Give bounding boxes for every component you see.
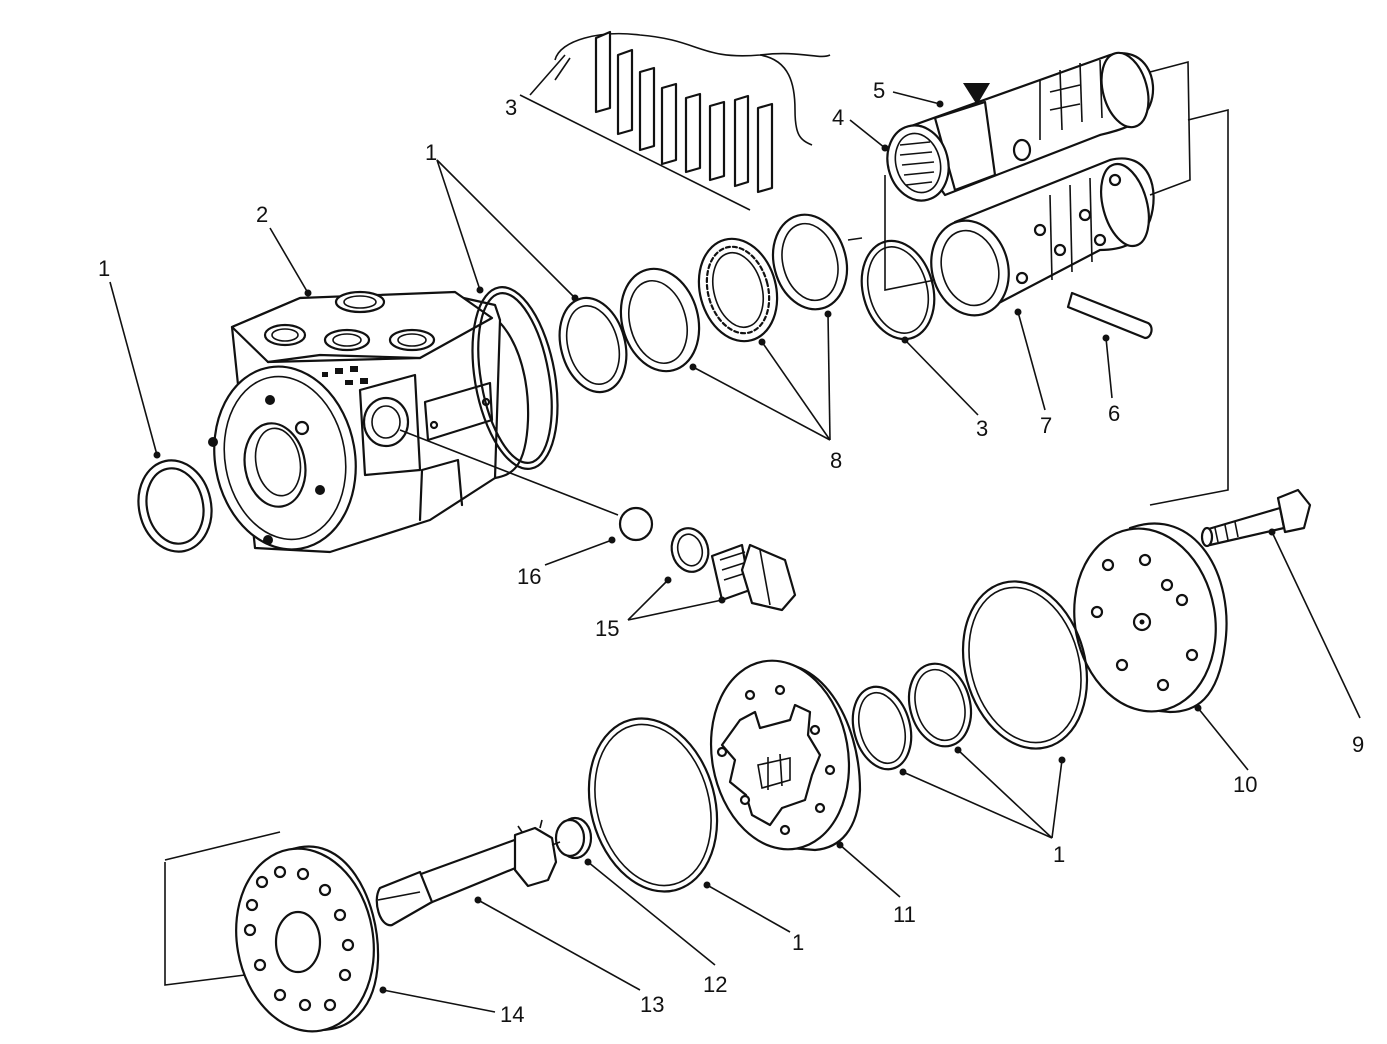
callout-5: 5 xyxy=(873,78,885,103)
o-ring-large-left xyxy=(587,717,719,893)
seal-ring-left xyxy=(137,459,213,553)
spacer xyxy=(554,816,593,860)
callout-1-lower-left: 1 xyxy=(792,930,804,955)
callout-1-lower-right: 1 xyxy=(1053,842,1065,867)
callout-8: 8 xyxy=(830,448,842,473)
o-ring-housing xyxy=(471,286,559,470)
callout-labels: 1 2 1 3 5 4 3 7 6 8 9 10 1 11 1 12 13 14… xyxy=(98,78,1364,1027)
bearing-set xyxy=(558,213,863,394)
callout-7: 7 xyxy=(1040,413,1052,438)
end-cap xyxy=(1073,522,1228,714)
spring-leaves xyxy=(594,30,774,194)
centering-springs xyxy=(519,30,831,211)
spool-assembly xyxy=(860,51,1229,506)
callout-1-top: 1 xyxy=(425,140,437,165)
callout-15: 15 xyxy=(595,616,619,641)
check-plug xyxy=(670,527,797,612)
seal-ring-small xyxy=(851,685,913,771)
callout-3-right: 3 xyxy=(976,416,988,441)
callout-6: 6 xyxy=(1108,401,1120,426)
callout-2: 2 xyxy=(256,202,268,227)
o-ring-large-right xyxy=(961,580,1089,750)
seal-ring-mid xyxy=(907,662,973,748)
valve-housing xyxy=(208,290,530,554)
callout-12: 12 xyxy=(703,972,727,997)
callout-10: 10 xyxy=(1233,772,1257,797)
callout-16: 16 xyxy=(517,564,541,589)
callout-1-left: 1 xyxy=(98,256,110,281)
cap-screw xyxy=(1200,488,1312,548)
callout-13: 13 xyxy=(640,992,664,1017)
callout-3-top: 3 xyxy=(505,95,517,120)
check-ball xyxy=(618,506,654,542)
drive-shaft xyxy=(375,819,561,927)
callout-4: 4 xyxy=(832,105,844,130)
leader-lines xyxy=(109,54,1361,1013)
callout-9: 9 xyxy=(1352,732,1364,757)
wear-plate xyxy=(235,845,380,1033)
callout-14: 14 xyxy=(500,1002,524,1027)
gerotor-set xyxy=(709,659,862,852)
callout-11: 11 xyxy=(893,902,916,927)
